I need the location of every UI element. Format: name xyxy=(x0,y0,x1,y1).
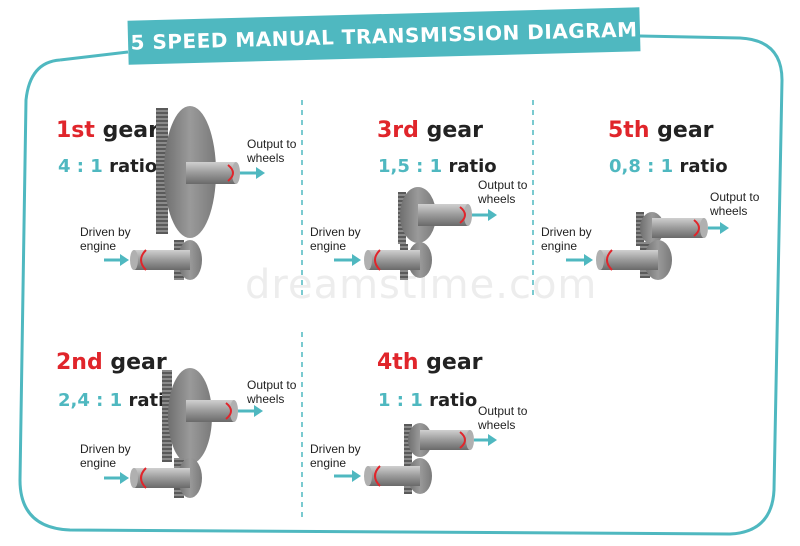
gear-5-ratio-value: 0,8 : 1 xyxy=(609,156,674,177)
gear-1-output-label: Output to wheels xyxy=(247,137,297,165)
gear-1-ratio-value: 4 : 1 xyxy=(58,156,103,177)
gear-1-ratio: 4 : 1 ratio xyxy=(58,156,157,177)
gear-1-title: 1st gear xyxy=(56,118,159,143)
gear-1-word: gear xyxy=(102,118,159,143)
gear-3-output-rotation xyxy=(459,206,466,224)
gear-3-output-label: Output to wheels xyxy=(478,178,528,206)
gear-3-input-rotation xyxy=(374,249,381,271)
gear-4-output-rotation xyxy=(459,431,466,449)
gear-5-gear-a-teeth xyxy=(636,212,644,246)
gear-1-input-rotation xyxy=(140,249,147,271)
gear-4-number: 4th xyxy=(377,350,419,375)
gear-2-assembly xyxy=(104,368,263,498)
gear-1-ratio-word: ratio xyxy=(109,156,158,177)
gear-2-ratio-value: 2,4 : 1 xyxy=(58,390,123,411)
gear-3-input-shaft xyxy=(368,250,420,270)
gear-5-output-label: Output to wheels xyxy=(710,190,760,218)
gear-1-input-label: Driven by engine xyxy=(80,225,131,253)
gear-5-title: 5th gear xyxy=(608,118,714,143)
gear-1-big-gear-teeth xyxy=(156,108,168,234)
gear-3-ratio-value: 1,5 : 1 xyxy=(378,156,443,177)
gear-3-output-shaft xyxy=(418,204,468,226)
gear-2-input-rotation xyxy=(140,467,147,489)
gear-4-input-shaft xyxy=(368,466,420,486)
gear-4-gear-a-teeth xyxy=(404,424,412,458)
gear-2-input-label: Driven by engine xyxy=(80,442,131,470)
gear-3-title: 3rd gear xyxy=(377,118,483,143)
gear-3-input-label: Driven by engine xyxy=(310,225,361,253)
gear-5-output-shaft xyxy=(652,218,704,238)
gear-1-assembly xyxy=(104,106,265,280)
gear-4-ratio: 1 : 1 ratio xyxy=(378,390,477,411)
gear-1-input-shaft xyxy=(134,250,190,270)
gear-5-ratio-word: ratio xyxy=(679,156,728,177)
gear-5-number: 5th xyxy=(608,118,650,143)
gear-3-ratio-word: ratio xyxy=(448,156,497,177)
gear-2-output-label: Output to wheels xyxy=(247,378,297,406)
gear-2-word: gear xyxy=(110,350,167,375)
gear-5-output-rotation xyxy=(693,219,700,237)
gear-1-output-rotation xyxy=(227,164,234,182)
gear-2-output-rotation xyxy=(225,402,232,420)
gear-4-output-label: Output to wheels xyxy=(478,404,528,432)
gear-5-input-label: Driven by engine xyxy=(541,225,592,253)
gear-5-input-shaft xyxy=(600,250,658,270)
gear-1-output-shaft xyxy=(186,162,236,184)
gear-2-title: 2nd gear xyxy=(56,350,167,375)
gear-2-output-shaft xyxy=(186,400,234,422)
gear-1-number: 1st xyxy=(56,118,95,143)
gear-3-word: gear xyxy=(426,118,483,143)
gear-5-input-rotation xyxy=(606,249,613,271)
gear-5-word: gear xyxy=(657,118,714,143)
gear-2-number: 2nd xyxy=(56,350,103,375)
gear-4-ratio-value: 1 : 1 xyxy=(378,390,423,411)
gear-4-input-label: Driven by engine xyxy=(310,442,361,470)
gear-4-word: gear xyxy=(426,350,483,375)
gear-4-ratio-word: ratio xyxy=(429,390,478,411)
gear-2-big-gear-teeth xyxy=(162,370,172,462)
gear-4-assembly xyxy=(334,423,497,494)
gear-5-assembly xyxy=(566,212,729,280)
gear-3-ratio: 1,5 : 1 ratio xyxy=(378,156,497,177)
gear-3-number: 3rd xyxy=(377,118,419,143)
gear-4-title: 4th gear xyxy=(377,350,483,375)
gear-5-ratio: 0,8 : 1 ratio xyxy=(609,156,728,177)
gear-2-input-shaft xyxy=(134,468,190,488)
gear-3-assembly xyxy=(334,187,497,280)
gear-4-output-shaft xyxy=(420,430,470,450)
gear-4-input-rotation xyxy=(374,465,381,487)
